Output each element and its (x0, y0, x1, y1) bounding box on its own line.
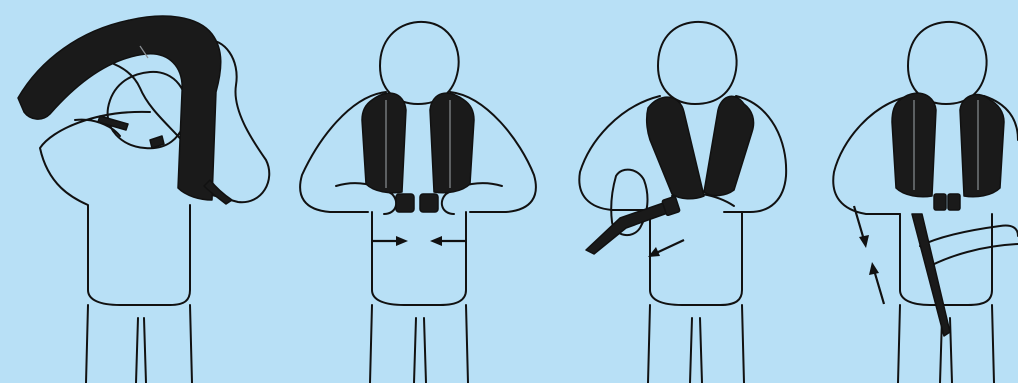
life-jacket-instructions (0, 0, 1018, 383)
background (0, 0, 1018, 383)
instruction-diagram (0, 0, 1018, 383)
